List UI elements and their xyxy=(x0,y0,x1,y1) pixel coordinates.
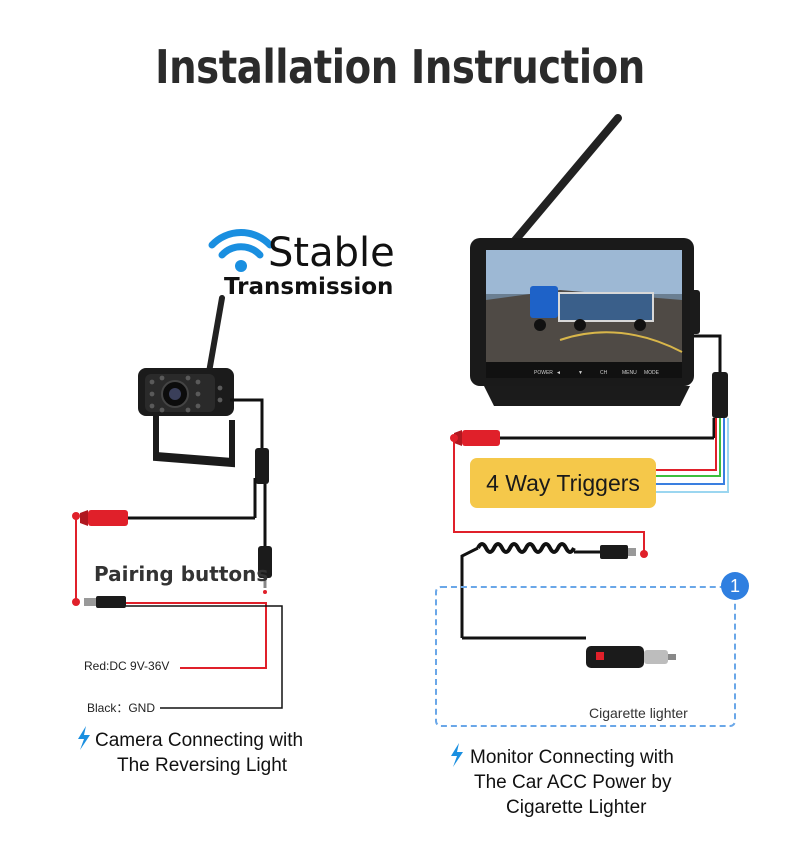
triggers-label: 4 Way Triggers xyxy=(486,469,640,496)
monitor-button-label: MENU xyxy=(622,370,637,376)
camera-image xyxy=(138,295,235,468)
accessory-box xyxy=(435,586,736,727)
black-wire-label: Black：GND xyxy=(87,701,156,715)
stable-label: Stable xyxy=(268,230,395,276)
power-plug-icon xyxy=(454,430,500,446)
monitor-button-label: ▼ xyxy=(578,370,583,376)
cigarette-lighter-icon xyxy=(586,646,676,668)
step-badge: 1 xyxy=(721,572,749,600)
page-title: Installation Instruction xyxy=(155,40,645,94)
triggers-label-box: 4 Way Triggers xyxy=(470,458,656,508)
coiled-cable-icon xyxy=(460,542,636,640)
monitor-button-label: MODE xyxy=(644,370,660,376)
cigarette-lighter-label: Cigarette lighter xyxy=(589,705,688,721)
camera-caption-line2: The Reversing Light xyxy=(117,755,288,776)
monitor-button-label: POWER xyxy=(534,370,553,376)
camera-caption: Camera Connecting with The Reversing Lig… xyxy=(95,728,303,778)
monitor-connector xyxy=(712,372,728,418)
monitor-button-label: ◄ xyxy=(556,370,561,376)
lightning-icon xyxy=(78,726,90,750)
monitor-caption-line1: Monitor Connecting with xyxy=(470,747,674,768)
transmission-label: Transmission xyxy=(224,274,394,300)
monitor-button-label: CH xyxy=(600,370,608,376)
monitor-caption-line2: The Car ACC Power by xyxy=(474,772,672,793)
power-plug-icon xyxy=(80,510,128,526)
monitor-caption: Monitor Connecting with The Car ACC Powe… xyxy=(462,745,674,820)
camera-connector xyxy=(255,448,269,484)
red-wire-label: Red:DC 9V-36V xyxy=(84,659,170,673)
dc-plug-icon xyxy=(84,596,126,608)
camera-caption-line1: Camera Connecting with xyxy=(95,730,304,751)
wifi-icon xyxy=(208,229,274,272)
monitor-caption-line3: Cigarette Lighter xyxy=(506,797,647,818)
monitor-image xyxy=(470,114,700,406)
pairing-button-icon xyxy=(258,546,272,578)
lightning-icon xyxy=(451,743,463,767)
pairing-buttons-label: Pairing buttons xyxy=(94,562,269,586)
